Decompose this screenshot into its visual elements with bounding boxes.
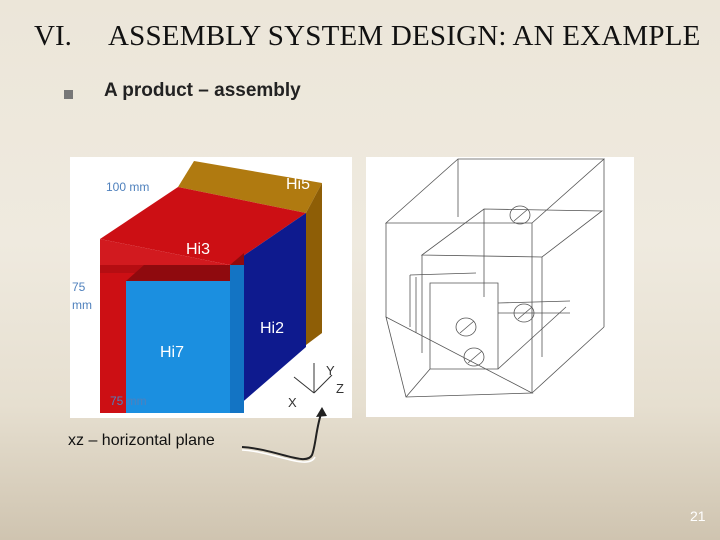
wire-pin-4 xyxy=(463,347,485,367)
pointer-arrow-icon xyxy=(241,407,327,463)
hi3-top-face xyxy=(100,187,306,265)
wire-pin-4-line xyxy=(467,350,483,364)
axis-x-label: X xyxy=(288,395,297,410)
wire-outer-top xyxy=(384,158,606,224)
hi7-top-shade xyxy=(126,265,230,281)
label-hi7: Hi7 xyxy=(160,344,184,361)
bullet-square-icon xyxy=(64,90,73,99)
caption-text: xz – horizontal plane xyxy=(68,432,215,449)
dim-bottom-label: 75 mm xyxy=(110,394,147,408)
wire-inner-edge-4 xyxy=(497,306,567,370)
wire-inner-top xyxy=(420,208,604,258)
hi7-side-top xyxy=(230,253,244,265)
wire-outer-edge-4 xyxy=(531,326,605,394)
hi2-side-face xyxy=(230,213,306,413)
hi3-left-face xyxy=(100,239,230,265)
wire-pin-1-line xyxy=(513,208,529,222)
slide-title-number: VI. xyxy=(34,20,72,52)
wire-outer-base xyxy=(385,316,534,398)
dim-side-label-2: mm xyxy=(72,298,92,312)
wire-pin-3-line xyxy=(517,306,533,320)
wire-pin-2-line xyxy=(459,320,475,334)
pointer-arrow-head xyxy=(316,407,327,417)
wire-pin-2 xyxy=(455,317,477,337)
axis-y-label: Y xyxy=(326,363,335,378)
wireframe-svg xyxy=(384,158,606,398)
dim-side-label-1: 75 xyxy=(72,280,86,294)
hi7-side-strip xyxy=(230,265,244,413)
hi5-top-face xyxy=(178,161,322,213)
page-number: 21 xyxy=(690,508,706,524)
wire-inner-edge-8 xyxy=(409,272,477,276)
axis-z-label: Z xyxy=(336,381,344,396)
label-hi5: Hi5 xyxy=(286,176,310,193)
axis-x-line xyxy=(293,376,315,394)
wire-pin-3 xyxy=(513,303,535,323)
slide-title: ASSEMBLY SYSTEM DESIGN: AN EXAMPLE xyxy=(108,20,701,52)
cube-assembly-svg: 100 mm 75 mm 75 mm Hi5 Hi3 Hi2 Hi7 Y X Z xyxy=(70,157,352,418)
pointer-arrow-highlight xyxy=(241,449,316,463)
dim-top-label: 100 mm xyxy=(106,180,149,194)
label-hi3: Hi3 xyxy=(186,241,210,258)
wire-inner-edge-5 xyxy=(405,368,431,398)
wireframe-figure xyxy=(366,157,634,417)
label-hi2: Hi2 xyxy=(260,320,284,337)
axis-z-line xyxy=(313,374,333,394)
wire-inner-edge-9 xyxy=(497,300,571,304)
cube-figure: 100 mm 75 mm 75 mm Hi5 Hi3 Hi2 Hi7 Y X Z xyxy=(70,157,352,418)
wire-pin-1 xyxy=(509,205,531,225)
bullet-text: A product – assembly xyxy=(104,80,301,101)
hi7-front-face xyxy=(126,281,230,413)
hi5-side-face xyxy=(306,183,322,345)
pointer-arrow-path xyxy=(241,410,323,460)
